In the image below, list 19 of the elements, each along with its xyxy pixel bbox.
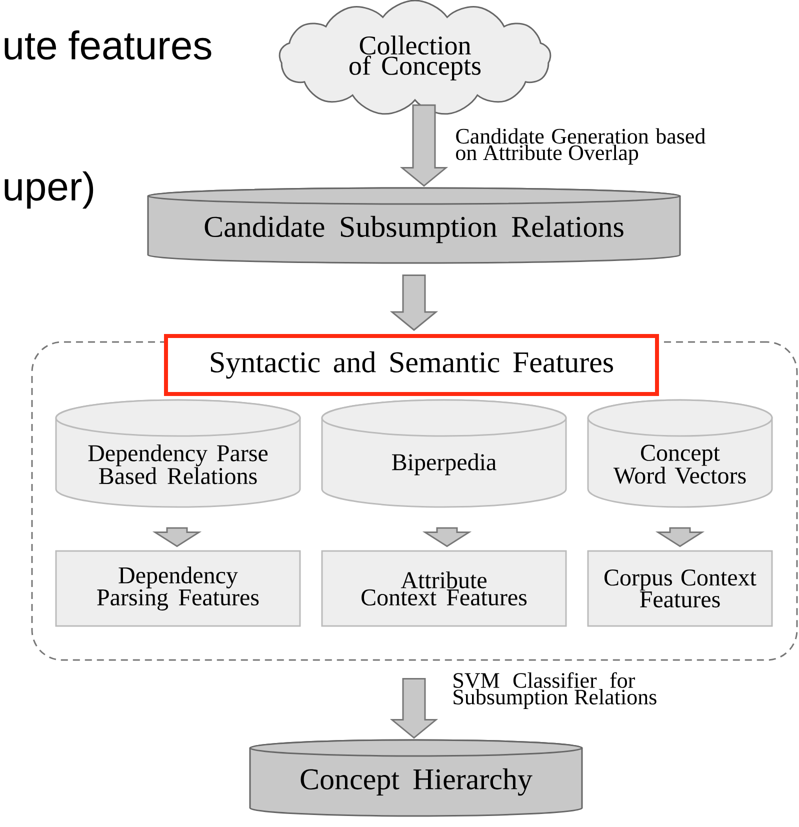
block-arrow	[422, 527, 472, 548]
slide-text: uper)	[4, 171, 94, 209]
feature-box: Corpus Context Features	[587, 550, 773, 627]
slide-text: ute features	[4, 30, 212, 60]
edge-label: Candidate Generation based on Attribute Overlap	[456, 128, 706, 165]
feature-box: Dependency Parsing Features	[55, 550, 301, 627]
block-arrow	[655, 527, 705, 548]
highlight-box: Syntactic and Semantic Features	[164, 334, 659, 396]
database-cylinder: Dependency Parse Based Relations	[55, 399, 301, 508]
database-cylinder: Biperpedia	[321, 399, 567, 508]
database-cylinder: Candidate Subsumption Relations	[147, 187, 681, 264]
block-arrow	[152, 527, 202, 548]
block-arrow	[390, 678, 438, 739]
block-arrow	[390, 274, 438, 331]
edge-label: SVM Classifier for Subsumption Relations	[454, 672, 656, 709]
database-cylinder: Concept Word Vectors	[587, 399, 773, 508]
block-arrow	[400, 104, 448, 187]
database-cylinder: Concept Hierarchy	[249, 739, 583, 817]
feature-box: Attribute Context Features	[321, 550, 567, 627]
